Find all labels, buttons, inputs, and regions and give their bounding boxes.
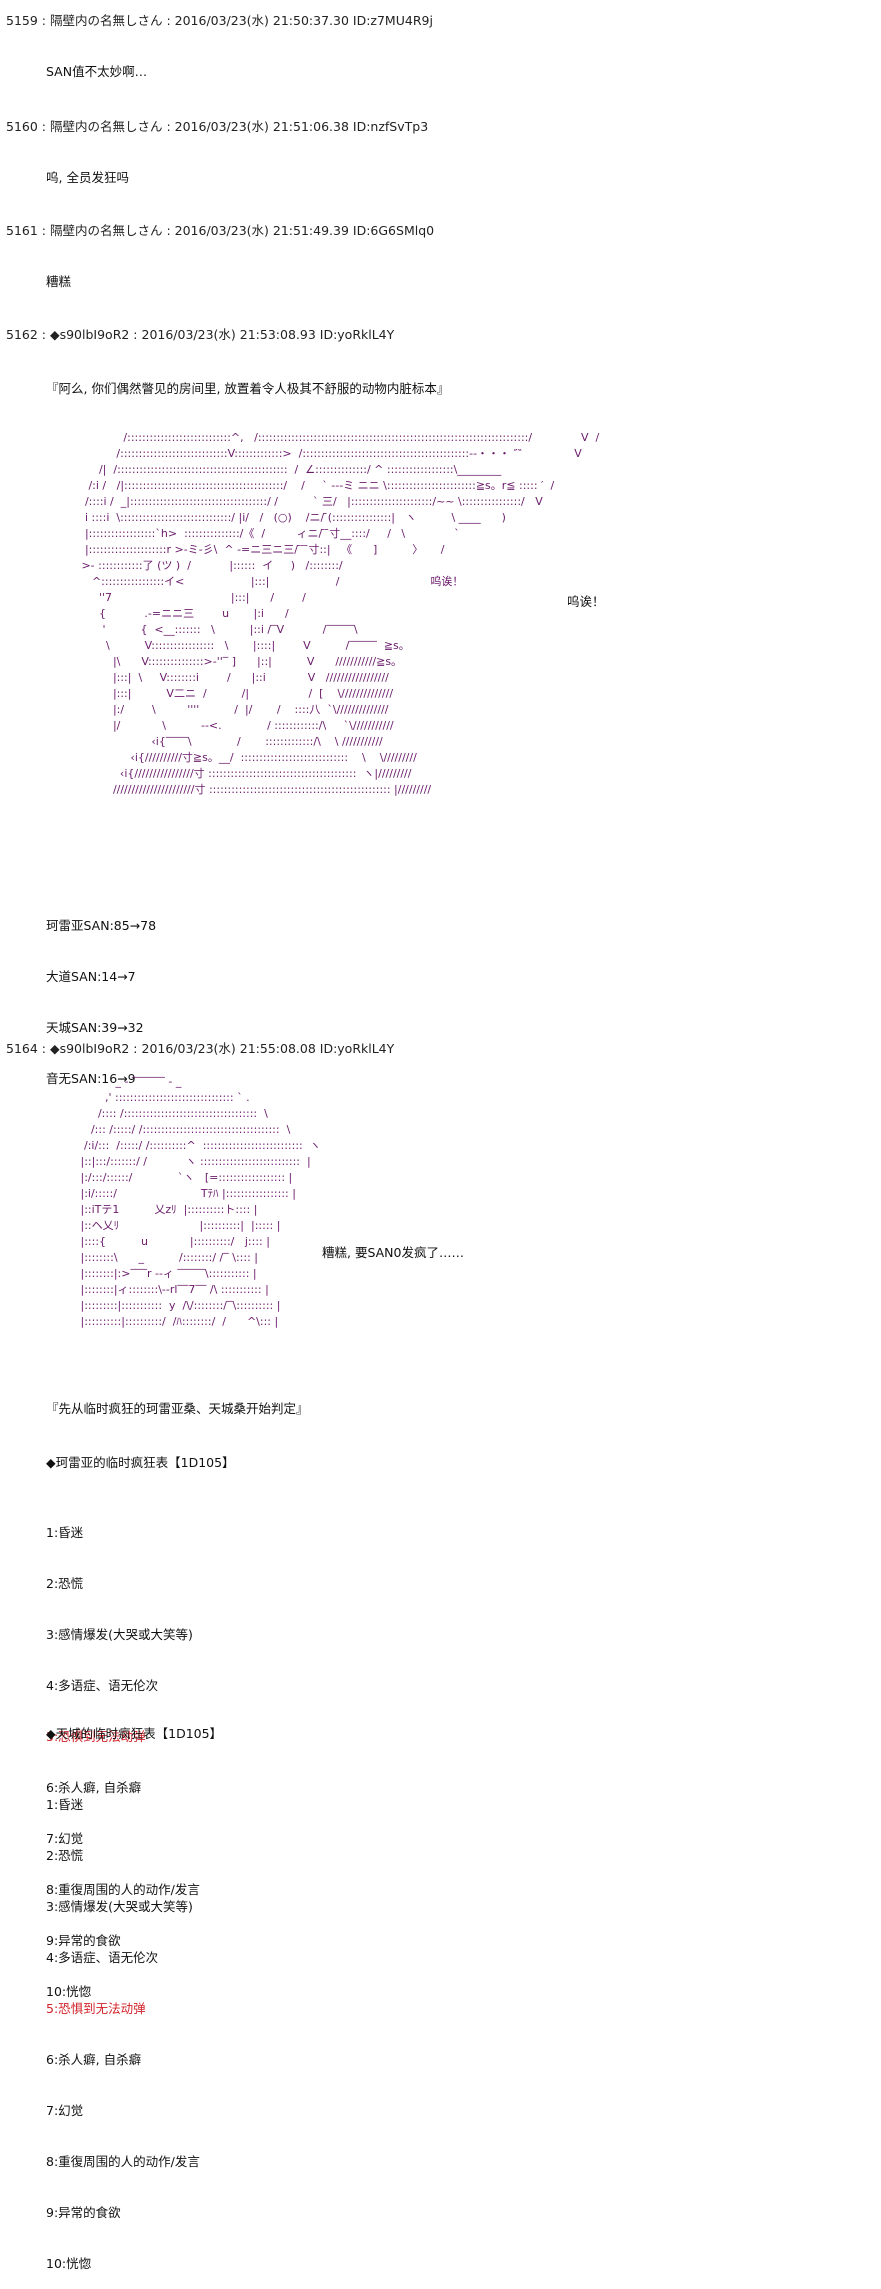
post-line: 糟糕 <box>46 274 72 289</box>
post-header-5159: 5159 : 隔壁内の名無しさん : 2016/03/23(水) 21:50:3… <box>6 13 433 28</box>
madness-table-2: 1:昏迷 2:恐慌 3:感情爆发(大哭或大笑等) 4:多语症、语无伦次 5:恐惧… <box>46 1762 200 2289</box>
san-line: 天城SAN:39→32 <box>46 1020 144 1035</box>
san-line: 珂雷亚SAN:85→78 <box>46 918 157 933</box>
post-body-5159: SAN值不太妙啊… <box>46 29 147 97</box>
ascii-art-worried-character: _ ‐ ‾‾‾‾‾‾ ‐ _ ,' ::::::::::::::::::::::… <box>80 1075 321 1328</box>
madness-table-title-1: ◆珂雷亚的临时疯狂表【1D105】 <box>46 1455 235 1470</box>
table-item: 9:异常的食欲 <box>46 1933 121 1948</box>
table-item: 6:杀人癖, 自杀癖 <box>46 1780 142 1795</box>
table-item: 6:杀人癖, 自杀癖 <box>46 2052 142 2067</box>
ascii-art-shocked-character: /::::::::::::::::::::::::::::^, /:::::::… <box>81 431 600 796</box>
table-item: 3:感情爆发(大哭或大笑等) <box>46 1627 193 1642</box>
san-line: 音无SAN:16→9 <box>46 1071 136 1086</box>
post-quote-5162: 『阿么, 你们偶然瞥见的房间里, 放置着令人极其不舒服的动物内脏标本』 <box>46 381 450 396</box>
table-item: 7:幻觉 <box>46 1831 84 1846</box>
table-item: 1:昏迷 <box>46 1525 84 1540</box>
table-item: 9:异常的食欲 <box>46 2205 121 2220</box>
table-item: 3:感情爆发(大哭或大笑等) <box>46 1899 193 1914</box>
madness-table-title-2: ◆天城的临时疯狂表【1D105】 <box>46 1726 223 1741</box>
post-body-5161: 糟糕 <box>46 239 71 307</box>
post-header-5164: 5164 : ◆s90lbI9oR2 : 2016/03/23(水) 21:55… <box>6 1041 395 1056</box>
aa-caption-5162: 呜诶！ <box>567 594 605 609</box>
post-line: SAN值不太妙啊… <box>46 64 148 79</box>
post-quote-5164: 『先从临时疯狂的珂雷亚桑、天城桑开始判定』 <box>46 1401 309 1416</box>
post-body-5160: 呜, 全员发狂吗 <box>46 135 129 203</box>
post-header-5162: 5162 : ◆s90lbI9oR2 : 2016/03/23(水) 21:53… <box>6 327 395 342</box>
table-item: 8:重復周围的人的动作/发言 <box>46 2154 200 2169</box>
table-item: 2:恐慌 <box>46 1576 84 1591</box>
table-item-highlighted: 5:恐惧到无法动弹 <box>46 2001 146 2016</box>
table-item: 10:恍惚 <box>46 1984 92 1999</box>
table-item: 10:恍惚 <box>46 2256 92 2271</box>
san-line: 大道SAN:14→7 <box>46 969 136 984</box>
aa-caption-5164: 糟糕, 要SAN0发疯了…… <box>322 1245 464 1260</box>
table-item-highlighted: 5:恐惧到无法动弹 <box>46 1729 146 1744</box>
table-item: 4:多语症、语无伦次 <box>46 1950 159 1965</box>
san-list-5162: 珂雷亚SAN:85→78 大道SAN:14→7 天城SAN:39→32 音无SA… <box>46 883 156 1104</box>
post-header-5161: 5161 : 隔壁内の名無しさん : 2016/03/23(水) 21:51:4… <box>6 223 435 238</box>
post-line: 呜, 全员发狂吗 <box>46 170 129 185</box>
table-item: 1:昏迷 <box>46 1797 84 1812</box>
madness-table-1: 1:昏迷 2:恐慌 3:感情爆发(大哭或大笑等) 4:多语症、语无伦次 5:恐惧… <box>46 1490 200 2017</box>
table-item: 8:重復周围的人的动作/发言 <box>46 1882 200 1897</box>
table-item: 2:恐慌 <box>46 1848 84 1863</box>
table-item: 7:幻觉 <box>46 2103 84 2118</box>
post-header-5160: 5160 : 隔壁内の名無しさん : 2016/03/23(水) 21:51:0… <box>6 119 429 134</box>
table-item: 4:多语症、语无伦次 <box>46 1678 159 1693</box>
